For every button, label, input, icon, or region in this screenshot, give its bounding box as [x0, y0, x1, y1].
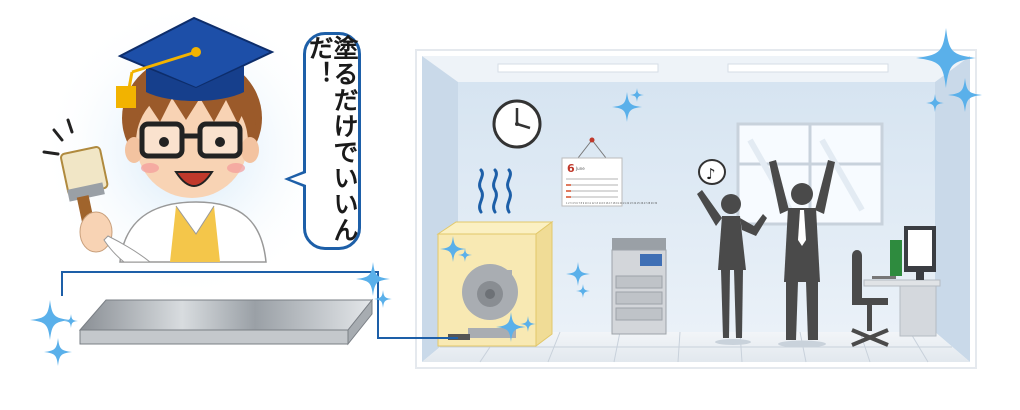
floor-tiles: [440, 331, 952, 363]
ceiling-light-left: [497, 63, 659, 73]
fan-icon: [462, 264, 518, 320]
sparkle-icon: [64, 314, 78, 328]
hand: [79, 211, 113, 253]
person-cheering-left: [697, 190, 767, 345]
calendar-month: 6: [567, 162, 575, 175]
ceiling-light-right: [727, 63, 889, 73]
person-cheering-right: [769, 160, 835, 348]
sparkle-icon: [356, 262, 390, 296]
wall-clock-icon: [492, 99, 542, 149]
calendar-date-grid: [566, 178, 618, 198]
paint-brush-icon: [60, 146, 109, 231]
ceiling: [422, 56, 970, 82]
svg-text:♪: ♪: [706, 165, 716, 183]
scientist-character: [42, 16, 275, 263]
speech-bubble-tail-inner: [290, 173, 306, 185]
sparkle-icon: [374, 290, 392, 308]
copier: [611, 238, 667, 335]
graduation-cap-icon: [116, 16, 275, 108]
metal-tray: [78, 298, 374, 346]
speech-bubble-text: 塗るだけでいいんだ！: [305, 35, 359, 243]
sparkle-icon: [30, 300, 70, 340]
machine-enclosure: [436, 221, 554, 347]
motion-lines: [42, 118, 74, 156]
office-room: 6 June 1 2 3 4 5 6 7 8 9 10 11 12 13 14 …: [415, 49, 977, 369]
sparkle-icon: [44, 338, 72, 366]
heat-wave-icon: [478, 168, 512, 214]
speech-bubble: 塗るだけでいいんだ！: [303, 32, 361, 250]
music-note-icon: ♪: [698, 159, 726, 185]
right-wall: [935, 56, 970, 362]
calendar-month-word: June: [575, 166, 585, 171]
office-desk: [863, 226, 941, 337]
calendar-icon: 6 June 1 2 3 4 5 6 7 8 9 10 11 12 13 14 …: [561, 137, 658, 207]
calendar-dates: 1 2 3 4 5 6 7 8 9 10 11 12 13 14 15 16 1…: [566, 202, 658, 205]
leader-line: [61, 271, 458, 339]
office-chair: [851, 250, 889, 347]
yellow-shirt: [170, 206, 220, 262]
